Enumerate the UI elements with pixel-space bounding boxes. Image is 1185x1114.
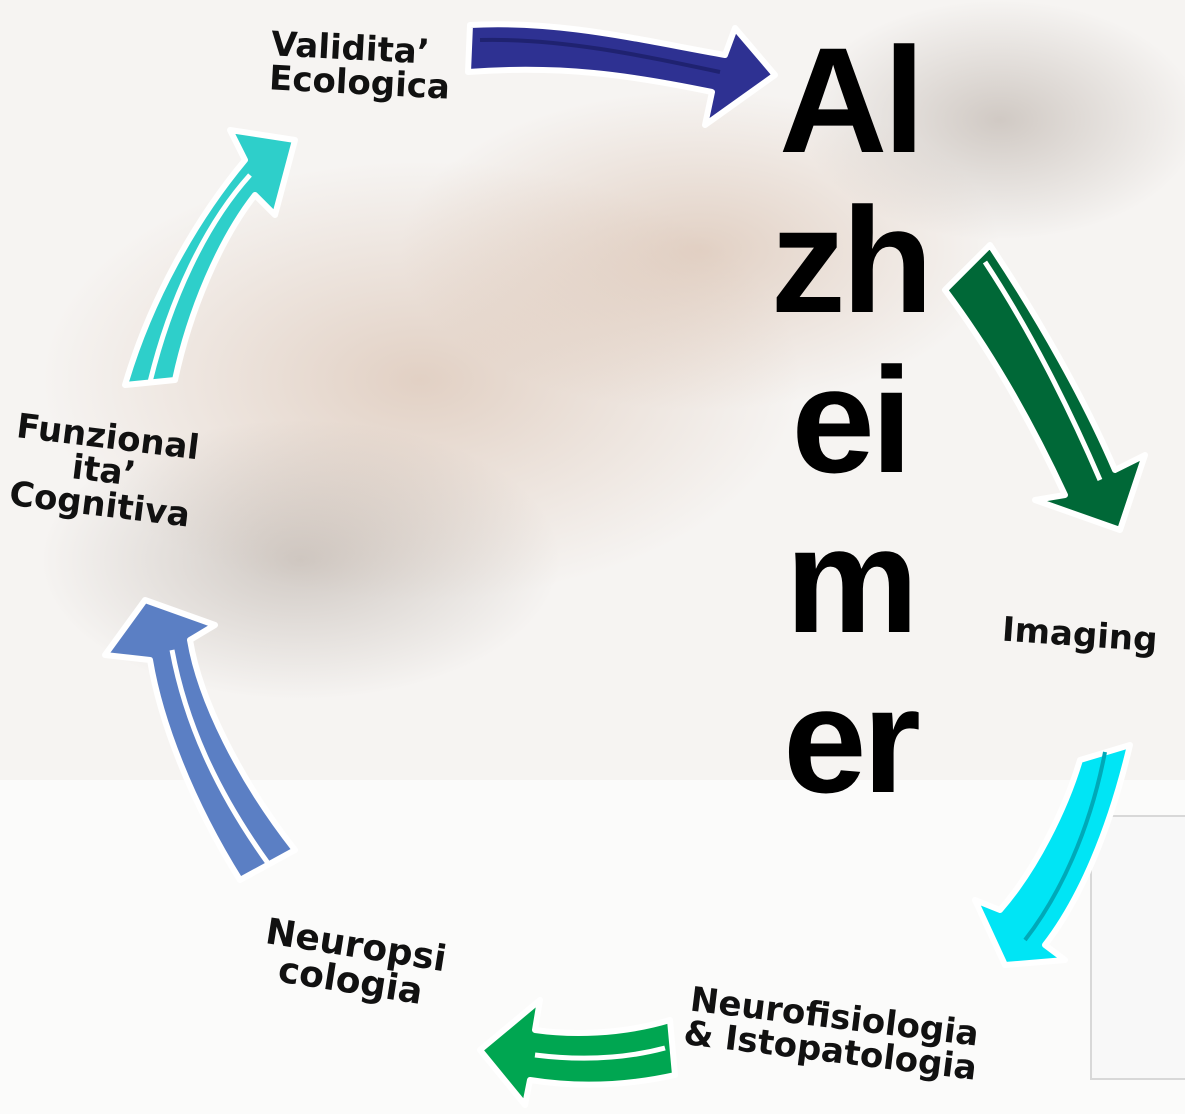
alzheimer-part-2: zh (720, 180, 980, 340)
arrow-left-upper (125, 130, 295, 385)
label-imaging: Imaging (1001, 613, 1159, 658)
alzheimer-part-4: m (720, 500, 980, 660)
alzheimer-part-3: ei (720, 340, 980, 500)
alzheimer-word: Al zh ei m er (720, 20, 980, 820)
label-validita-line-2: Ecologica (268, 61, 450, 104)
arrow-bottom (480, 1000, 675, 1105)
label-validita-ecologica: Validita’ Ecologica (268, 27, 452, 104)
arrow-right-lower (975, 745, 1130, 965)
label-funzionalita-cognitiva: Funzional ita’ Cognitiva (6, 409, 201, 533)
alzheimer-part-5: er (720, 660, 980, 820)
alzheimer-part-1: Al (720, 20, 980, 180)
arrow-left-lower (105, 600, 295, 880)
